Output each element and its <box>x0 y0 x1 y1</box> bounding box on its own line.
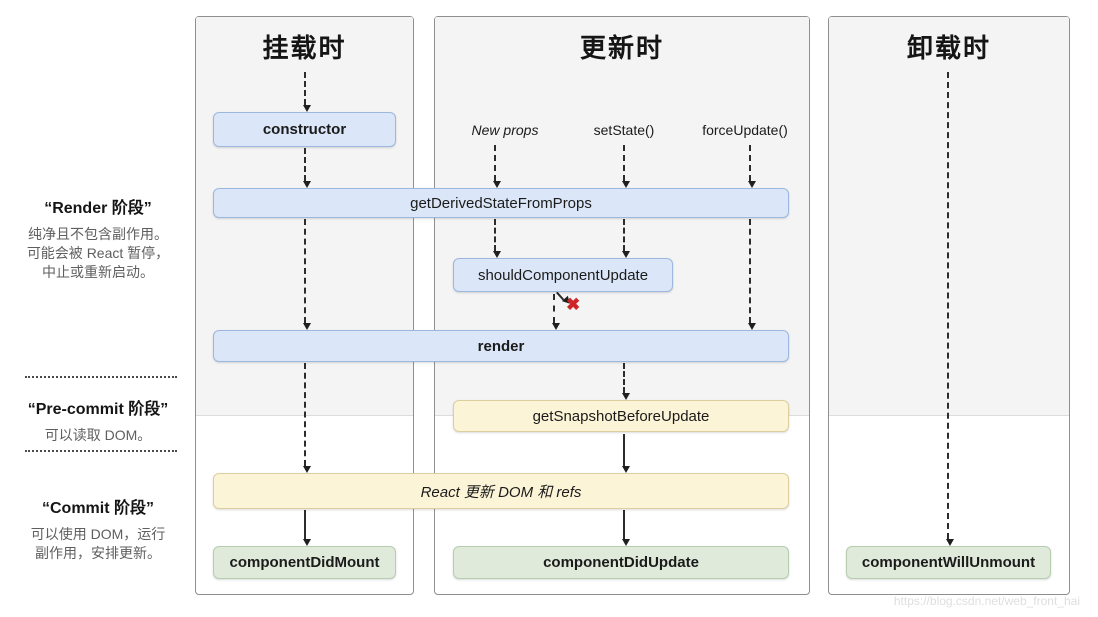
arrow-render-to-dom-update-mount <box>302 363 311 473</box>
lifecycle-box-get-derived-state-from-props: getDerivedStateFromProps <box>213 188 789 218</box>
annotation-commit-phase: “Commit 阶段” 可以使用 DOM，运行 副作用，安排更新。 <box>8 494 188 563</box>
trigger-new-props: New props <box>471 122 539 138</box>
lifecycle-box-should-component-update: shouldComponentUpdate <box>453 258 673 292</box>
phase-separator-top <box>25 376 177 378</box>
lifecycle-box-react-updates-dom: React 更新 DOM 和 refs <box>213 473 789 509</box>
annotation-pre-commit-phase: “Pre-commit 阶段” 可以读取 DOM。 <box>8 395 188 445</box>
trigger-set-state: setState() <box>593 122 655 138</box>
render-phase-shade <box>829 17 1069 416</box>
arrow-new-props-to-gdsfp <box>492 145 501 188</box>
mounting-title: 挂载时 <box>262 33 347 63</box>
arrow-scu-to-render <box>551 294 560 330</box>
arrow-unmount-title-to-will-unmount <box>945 72 954 546</box>
arrow-mount-title-to-constructor <box>302 72 311 112</box>
arrow-render-to-snapshot <box>621 363 630 400</box>
updating-title: 更新时 <box>579 33 664 63</box>
commit-phase-description: 可以使用 DOM，运行 副作用，安排更新。 <box>30 526 166 561</box>
annotation-render-phase: “Render 阶段” 纯净且不包含副作用。 可能会被 React 暂停， 中止… <box>8 194 188 282</box>
commit-phase-title: “Commit 阶段” <box>41 500 154 517</box>
lifecycle-box-render: render <box>213 330 789 362</box>
arrow-force-update-bypass-to-render <box>747 219 756 330</box>
arrow-gdsfp-to-render-mount <box>302 219 311 330</box>
lifecycle-box-get-snapshot-before-update: getSnapshotBeforeUpdate <box>453 400 789 432</box>
watermark: https://blog.csdn.net/web_front_hai <box>893 594 1080 608</box>
unmounting-title: 卸载时 <box>906 33 991 63</box>
panel-unmounting <box>828 16 1070 595</box>
trigger-force-update: forceUpdate() <box>702 122 788 138</box>
lifecycle-box-component-did-mount: componentDidMount <box>213 546 396 579</box>
pre-commit-phase-title: “Pre-commit 阶段” <box>27 401 169 418</box>
arrow-set-state-to-gdsfp <box>621 145 630 188</box>
render-phase-description: 纯净且不包含副作用。 可能会被 React 暂停， 中止或重新启动。 <box>26 226 170 280</box>
arrow-dom-update-to-did-update <box>621 510 630 546</box>
arrow-snapshot-to-dom-update <box>621 434 630 473</box>
skip-update-x-mark: ✖ <box>566 295 581 314</box>
lifecycle-box-constructor: constructor <box>213 112 396 147</box>
arrow-dom-update-to-did-mount <box>302 510 311 546</box>
lifecycle-box-component-will-unmount: componentWillUnmount <box>846 546 1051 579</box>
render-phase-title: “Render 阶段” <box>44 200 152 217</box>
arrow-gdsfp-to-scu-right <box>621 219 630 258</box>
pre-commit-phase-description: 可以读取 DOM。 <box>44 427 152 443</box>
arrow-force-update-to-gdsfp <box>747 145 756 188</box>
phase-separator-bottom <box>25 450 177 452</box>
arrow-gdsfp-to-scu-left <box>492 219 501 258</box>
lifecycle-box-component-did-update: componentDidUpdate <box>453 546 789 579</box>
arrow-constructor-to-gdsfp <box>302 148 311 188</box>
